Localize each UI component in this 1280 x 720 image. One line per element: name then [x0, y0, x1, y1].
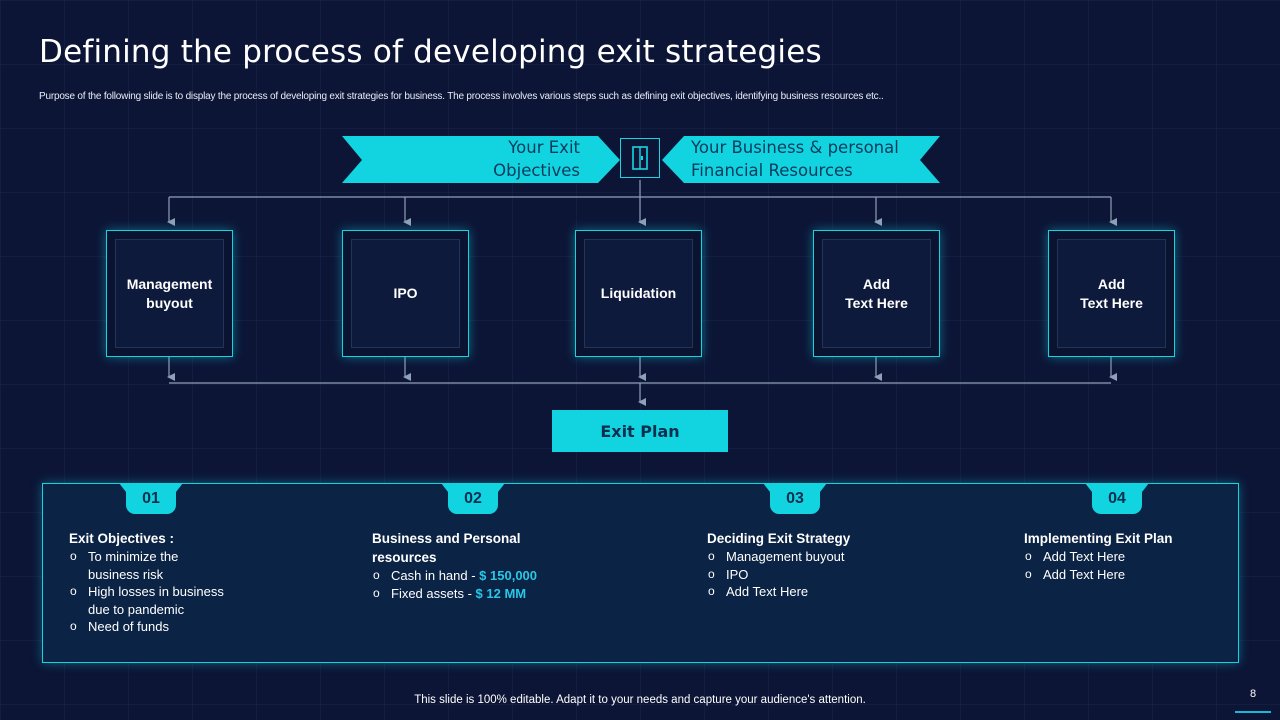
exit-objectives-label: Your Exit Objectives: [493, 138, 580, 180]
exit-plan-box: Exit Plan: [552, 410, 728, 452]
list-item: Add Text Here: [707, 583, 927, 601]
fixed-assets-value: $ 12 MM: [475, 585, 527, 601]
page-number: 8: [1250, 688, 1257, 700]
step-column-business-resources: Business and Personal resources Cash in …: [372, 529, 572, 602]
option-management-buyout: Management buyout: [106, 230, 233, 357]
list-item: IPO: [707, 566, 927, 584]
step-bullets: To minimize the business risk High losse…: [69, 548, 269, 636]
step-number-badge: 03: [763, 483, 827, 514]
list-item: Add Text Here: [1024, 548, 1224, 566]
list-item: Management buyout: [707, 548, 927, 566]
list-item: High losses in business due to pandemic: [69, 583, 238, 618]
option-liquidation: Liquidation: [575, 230, 702, 357]
step-number-badge: 02: [441, 483, 505, 514]
option-label: Add Text Here: [845, 275, 908, 311]
financial-resources-label: Your Business & personal Financial Resou…: [691, 138, 899, 180]
bullet-text: Fixed assets -: [391, 585, 476, 601]
step-title: Deciding Exit Strategy: [707, 531, 851, 546]
page-number-underline: [1235, 711, 1271, 713]
option-add-text-2: Add Text Here: [1048, 230, 1175, 357]
step-title: Exit Objectives :: [69, 531, 175, 546]
option-label: Management buyout: [126, 275, 213, 311]
option-add-text-1: Add Text Here: [813, 230, 940, 357]
step-column-exit-objectives: Exit Objectives : To minimize the busine…: [69, 529, 269, 636]
step-title: Implementing Exit Plan: [1024, 531, 1173, 546]
step-title: Business and Personal resources: [372, 531, 521, 565]
step-bullets: Add Text Here Add Text Here: [1024, 548, 1224, 583]
footer-note: This slide is 100% editable. Adapt it to…: [414, 694, 866, 706]
list-item: Cash in hand - $ 150,000: [372, 567, 572, 585]
step-number-badge: 01: [119, 483, 183, 514]
cash-value: $ 150,000: [479, 568, 538, 583]
option-label: Add Text Here: [1080, 275, 1143, 311]
ribbon-right: [662, 136, 940, 183]
option-label: IPO: [393, 285, 418, 301]
list-item: Need of funds: [69, 618, 269, 636]
option-label: Liquidation: [600, 285, 677, 301]
step-column-exit-strategy: Deciding Exit Strategy Management buyout…: [707, 529, 927, 601]
list-item: To minimize the business risk: [69, 548, 208, 583]
list-item: Fixed assets - $ 12 MM: [372, 585, 572, 603]
bullet-text: Cash in hand -: [391, 568, 480, 583]
slide-subtitle: Purpose of the following slide is to dis…: [39, 91, 884, 102]
ribbon-left: [342, 136, 620, 183]
door-icon: [620, 138, 660, 178]
step-bullets: Management buyout IPO Add Text Here: [707, 548, 927, 601]
list-item: Add Text Here: [1024, 566, 1224, 584]
option-ipo: IPO: [342, 230, 469, 357]
step-column-implementing: Implementing Exit Plan Add Text Here Add…: [1024, 529, 1224, 583]
step-bullets: Cash in hand - $ 150,000 Fixed assets - …: [372, 567, 572, 602]
slide-title: Defining the process of developing exit …: [39, 34, 822, 70]
step-number-badge: 04: [1085, 483, 1149, 514]
